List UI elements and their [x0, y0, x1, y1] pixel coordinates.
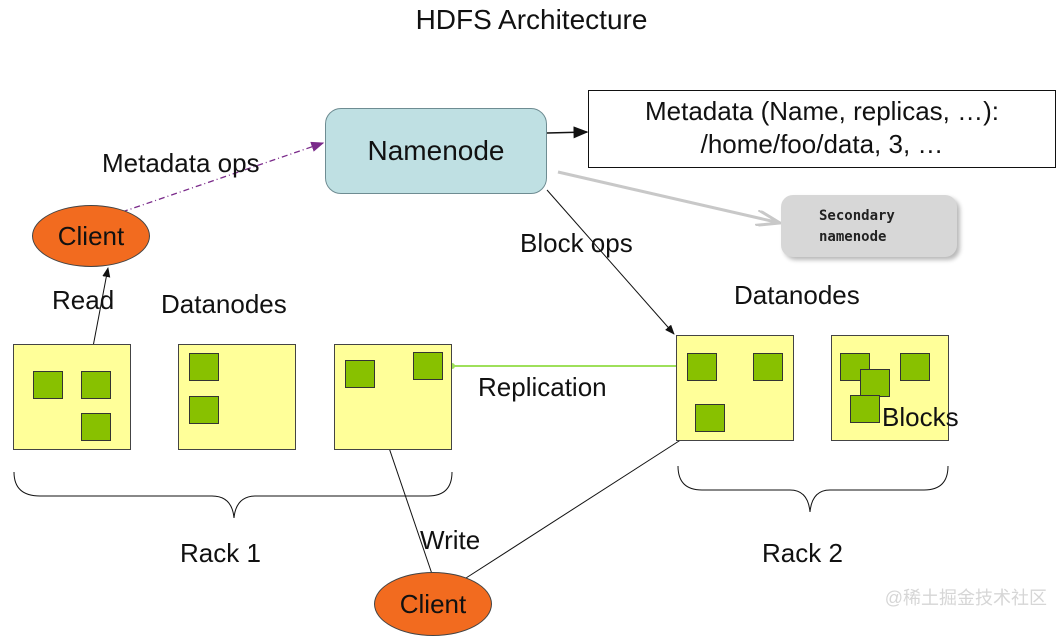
block	[345, 360, 375, 388]
client-top-label: Client	[57, 220, 125, 251]
datanode-rack2-1	[676, 335, 794, 441]
rack2-label: Rack 2	[762, 538, 843, 568]
namenode-to-metadata-arrow	[546, 126, 589, 139]
client-top: Client	[32, 205, 150, 267]
block	[189, 396, 219, 424]
datanode-rack1-3	[334, 344, 452, 450]
block	[695, 404, 725, 432]
rack2-brace	[677, 465, 949, 513]
rack1-label: Rack 1	[180, 538, 261, 568]
datanode-rack1-2	[178, 344, 296, 450]
datanodes-right-label: Datanodes	[734, 280, 860, 310]
namenode-label: Namenode	[367, 135, 505, 166]
block	[860, 369, 890, 397]
metadata-ops-line	[121, 141, 325, 213]
diagram-title: HDFS Architecture	[415, 4, 648, 35]
write-line-rack2	[465, 431, 694, 579]
secondary-namenode-box: Secondary namenode	[781, 195, 957, 257]
client-bottom-label: Client	[399, 588, 467, 619]
block	[687, 353, 717, 381]
metadata-box: Metadata (Name, replicas, …): /home/foo/…	[588, 90, 1056, 168]
block	[413, 352, 443, 380]
block	[753, 353, 783, 381]
write-label: Write	[420, 525, 481, 555]
namenode-box: Namenode	[325, 108, 547, 194]
metadata-line-1: Metadata (Name, replicas, …):	[644, 96, 999, 126]
block-ops-label: Block ops	[520, 228, 633, 258]
block	[900, 353, 930, 381]
datanodes-left-label: Datanodes	[161, 289, 287, 319]
namenode-to-secondary-arrow	[557, 170, 780, 223]
watermark: @稀土掘金技术社区	[884, 588, 1047, 608]
block	[189, 353, 219, 381]
client-bottom: Client	[374, 572, 492, 636]
datanode-rack2-2	[831, 335, 949, 441]
rack1-brace	[13, 471, 453, 519]
metadata-ops-label: Metadata ops	[102, 148, 260, 178]
block-ops-line	[546, 189, 675, 335]
secondary-line-2: namenode	[819, 229, 887, 245]
replication-label: Replication	[478, 372, 607, 402]
secondary-line-1: Secondary	[819, 208, 895, 224]
block	[33, 371, 63, 399]
read-line	[91, 267, 111, 353]
block	[81, 371, 111, 399]
block	[81, 413, 111, 441]
block	[850, 395, 880, 423]
datanode-rack1-1	[13, 344, 131, 450]
blocks-label: Blocks	[882, 402, 959, 432]
metadata-line-2: /home/foo/data, 3, …	[700, 129, 944, 159]
read-label: Read	[52, 285, 115, 315]
